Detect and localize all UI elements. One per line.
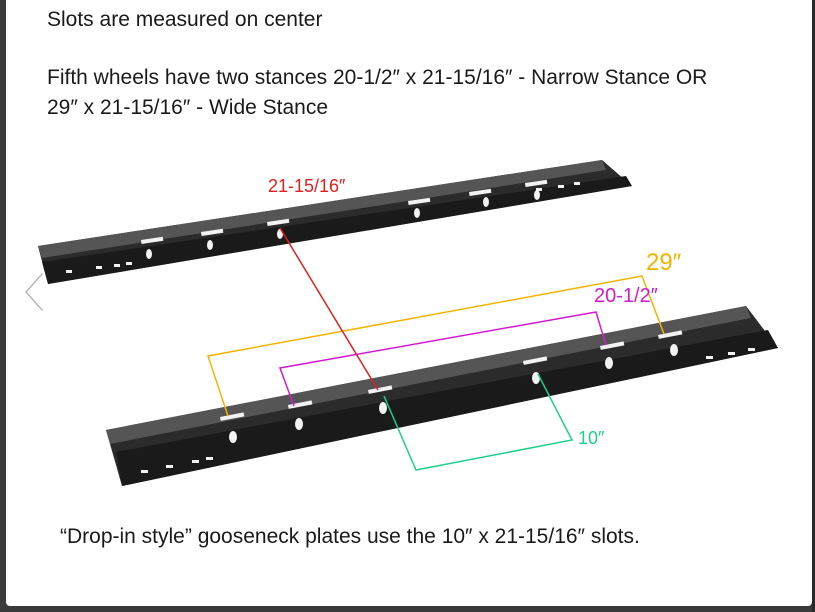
label-gooseneck: 10″	[578, 428, 605, 448]
measure-wide	[207, 275, 665, 417]
caption-line-3: 29″ x 21-15/16″ - Wide Stance	[47, 96, 329, 119]
measure-gooseneck	[383, 373, 574, 471]
measure-narrow	[278, 311, 607, 407]
window-edge	[812, 0, 815, 612]
label-front-to-back: 21-15/16″	[268, 176, 346, 196]
label-wide: 29″	[646, 249, 682, 276]
measure-front-to-back	[279, 227, 379, 391]
lightbox-modal: Slots are measured on center Fifth wheel…	[6, 0, 812, 606]
back-rail	[38, 160, 632, 284]
rail-diagram: 21-15/16″ 29″ 20-1/2″ 10″	[38, 160, 778, 486]
caption-line-4: “Drop-in style” gooseneck plates use the…	[60, 525, 640, 548]
caption-line-2: Fifth wheels have two stances 20-1/2″ x …	[47, 66, 708, 89]
label-narrow: 20-1/2″	[594, 285, 658, 307]
chevron-left-icon	[24, 272, 44, 312]
front-rail	[106, 306, 778, 486]
previous-image-button[interactable]	[18, 268, 52, 316]
caption-line-1: Slots are measured on center	[47, 8, 323, 31]
